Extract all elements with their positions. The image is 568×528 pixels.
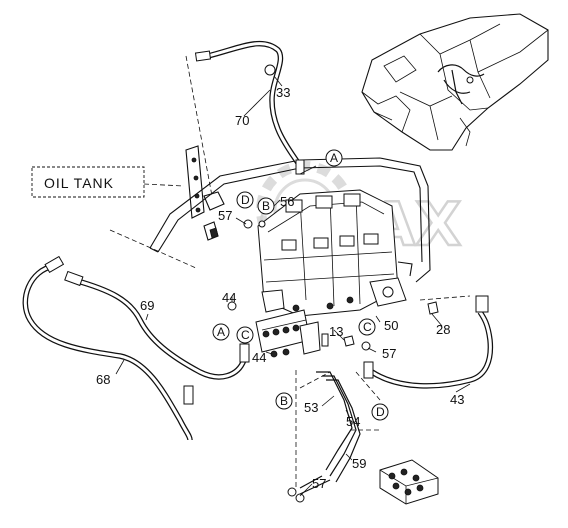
excavator-location-inset xyxy=(361,13,549,151)
part-number-43: 43 xyxy=(450,392,464,407)
svg-text:C: C xyxy=(363,320,372,334)
leader-lines xyxy=(115,75,471,497)
callout-c-left: C xyxy=(236,326,254,344)
svg-text:C: C xyxy=(241,328,250,342)
oil-tank-text: OIL TANK xyxy=(44,175,114,191)
part-number-44: 44 xyxy=(222,290,236,305)
part-number-50: 50 xyxy=(384,318,398,333)
part-number-44-lower: 44 xyxy=(252,350,266,365)
part-number-28: 28 xyxy=(436,322,450,337)
callouts: A D B A C C B D xyxy=(212,149,389,421)
svg-text:D: D xyxy=(241,193,250,207)
frame-outline xyxy=(149,157,431,283)
part-number-68: 68 xyxy=(96,372,110,387)
part-number-57-bottom: 57 xyxy=(312,476,326,491)
oil-tank-label: OIL TANK xyxy=(31,166,185,198)
part-number-57: 57 xyxy=(218,208,232,223)
callout-d-bottom: D xyxy=(371,403,389,421)
pipes-53-54-59 xyxy=(299,371,361,495)
callout-c-right: C xyxy=(358,318,376,336)
hose-68 xyxy=(22,255,194,441)
part-numbers: 33 70 56 57 44 69 68 44 13 50 28 57 43 5… xyxy=(96,85,464,491)
guide-lines xyxy=(109,55,471,490)
svg-text:A: A xyxy=(217,325,225,339)
callout-d-top: D xyxy=(236,191,254,209)
part-number-13: 13 xyxy=(329,324,343,339)
callout-a-top: A xyxy=(325,149,343,167)
svg-text:B: B xyxy=(262,199,270,213)
part-number-59: 59 xyxy=(352,456,366,471)
pilot-valve-block xyxy=(255,309,329,355)
svg-text:D: D xyxy=(376,405,385,419)
hose-69 xyxy=(64,270,250,380)
svg-text:A: A xyxy=(330,151,338,165)
part-number-70: 70 xyxy=(235,113,249,128)
callout-b-top: B xyxy=(257,197,275,215)
oil-tank-bracket xyxy=(185,145,225,241)
part-number-54: 54 xyxy=(346,414,360,429)
part-number-69: 69 xyxy=(140,298,154,313)
control-valve-assembly xyxy=(257,189,413,317)
part-number-33: 33 xyxy=(276,85,290,100)
part-number-56: 56 xyxy=(280,194,294,209)
hose-43 xyxy=(363,295,494,389)
hose-70 xyxy=(194,40,317,175)
callout-b-bottom: B xyxy=(275,392,293,410)
callout-a-left: A xyxy=(212,323,230,341)
part-number-53: 53 xyxy=(304,400,318,415)
junction-block xyxy=(379,459,439,505)
svg-text:B: B xyxy=(280,394,288,408)
part-number-57-right: 57 xyxy=(382,346,396,361)
